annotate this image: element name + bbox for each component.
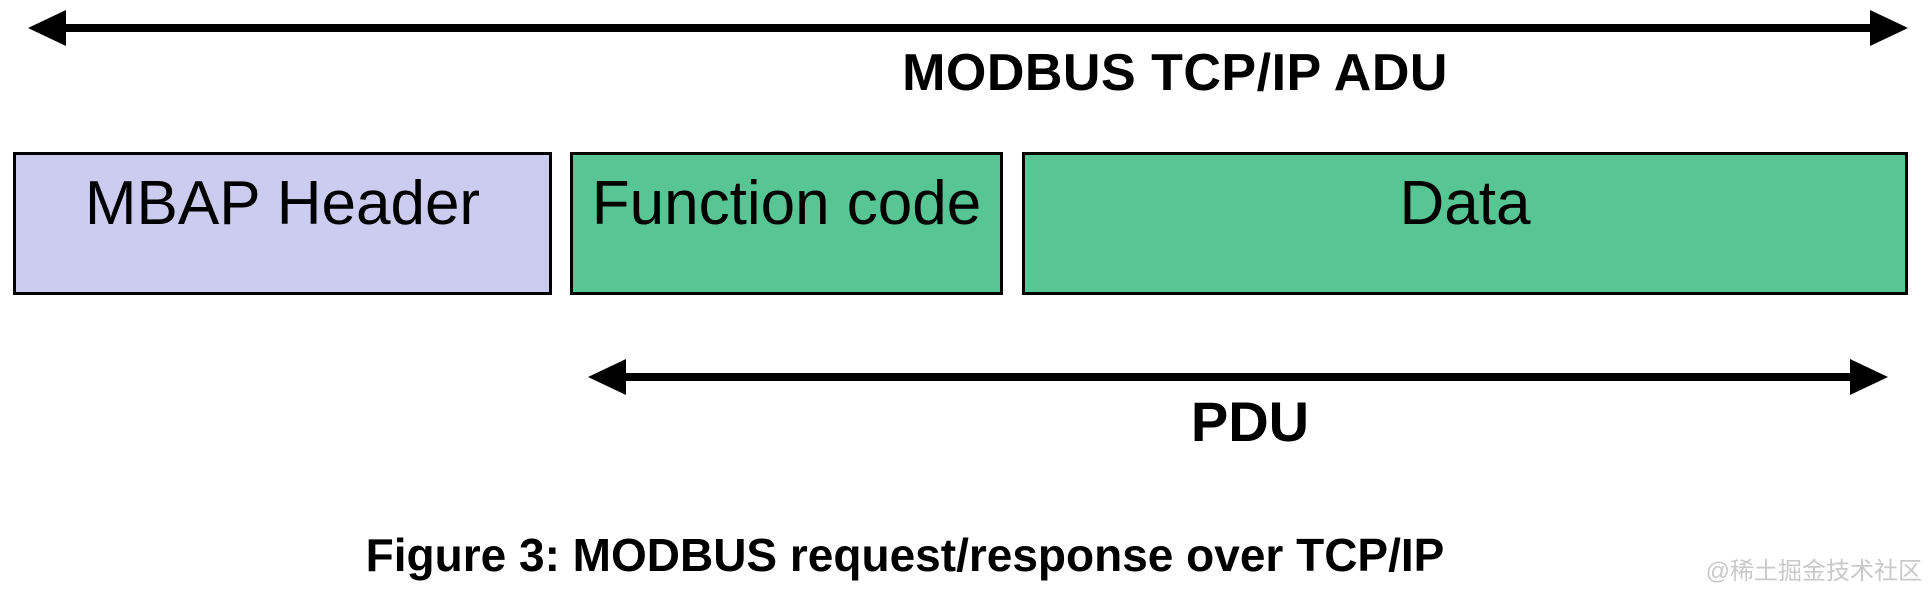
- function-code-box: Function code: [570, 152, 1003, 295]
- pdu-span-arrow: [588, 359, 1888, 395]
- watermark: @稀土掘金技术社区: [1705, 558, 1922, 585]
- arrowhead-left-icon: [588, 359, 626, 395]
- mbap-header-box: MBAP Header: [13, 152, 552, 295]
- pdu-arrow-label: PDU: [1190, 390, 1310, 453]
- figure-caption: Figure 3: MODBUS request/response over T…: [365, 529, 1445, 581]
- arrowhead-right-icon: [1850, 359, 1888, 395]
- function-code-label: Function code: [591, 168, 982, 238]
- adu-arrow-label: MODBUS TCP/IP ADU: [902, 44, 1448, 102]
- arrowhead-right-icon: [1870, 10, 1908, 46]
- data-label: Data: [1399, 168, 1531, 238]
- data-box: Data: [1022, 152, 1908, 295]
- adu-span-arrow: [28, 10, 1908, 46]
- arrow-shaft: [66, 24, 1870, 32]
- mbap-header-label: MBAP Header: [84, 168, 481, 238]
- arrow-shaft: [626, 373, 1850, 381]
- arrowhead-left-icon: [28, 10, 66, 46]
